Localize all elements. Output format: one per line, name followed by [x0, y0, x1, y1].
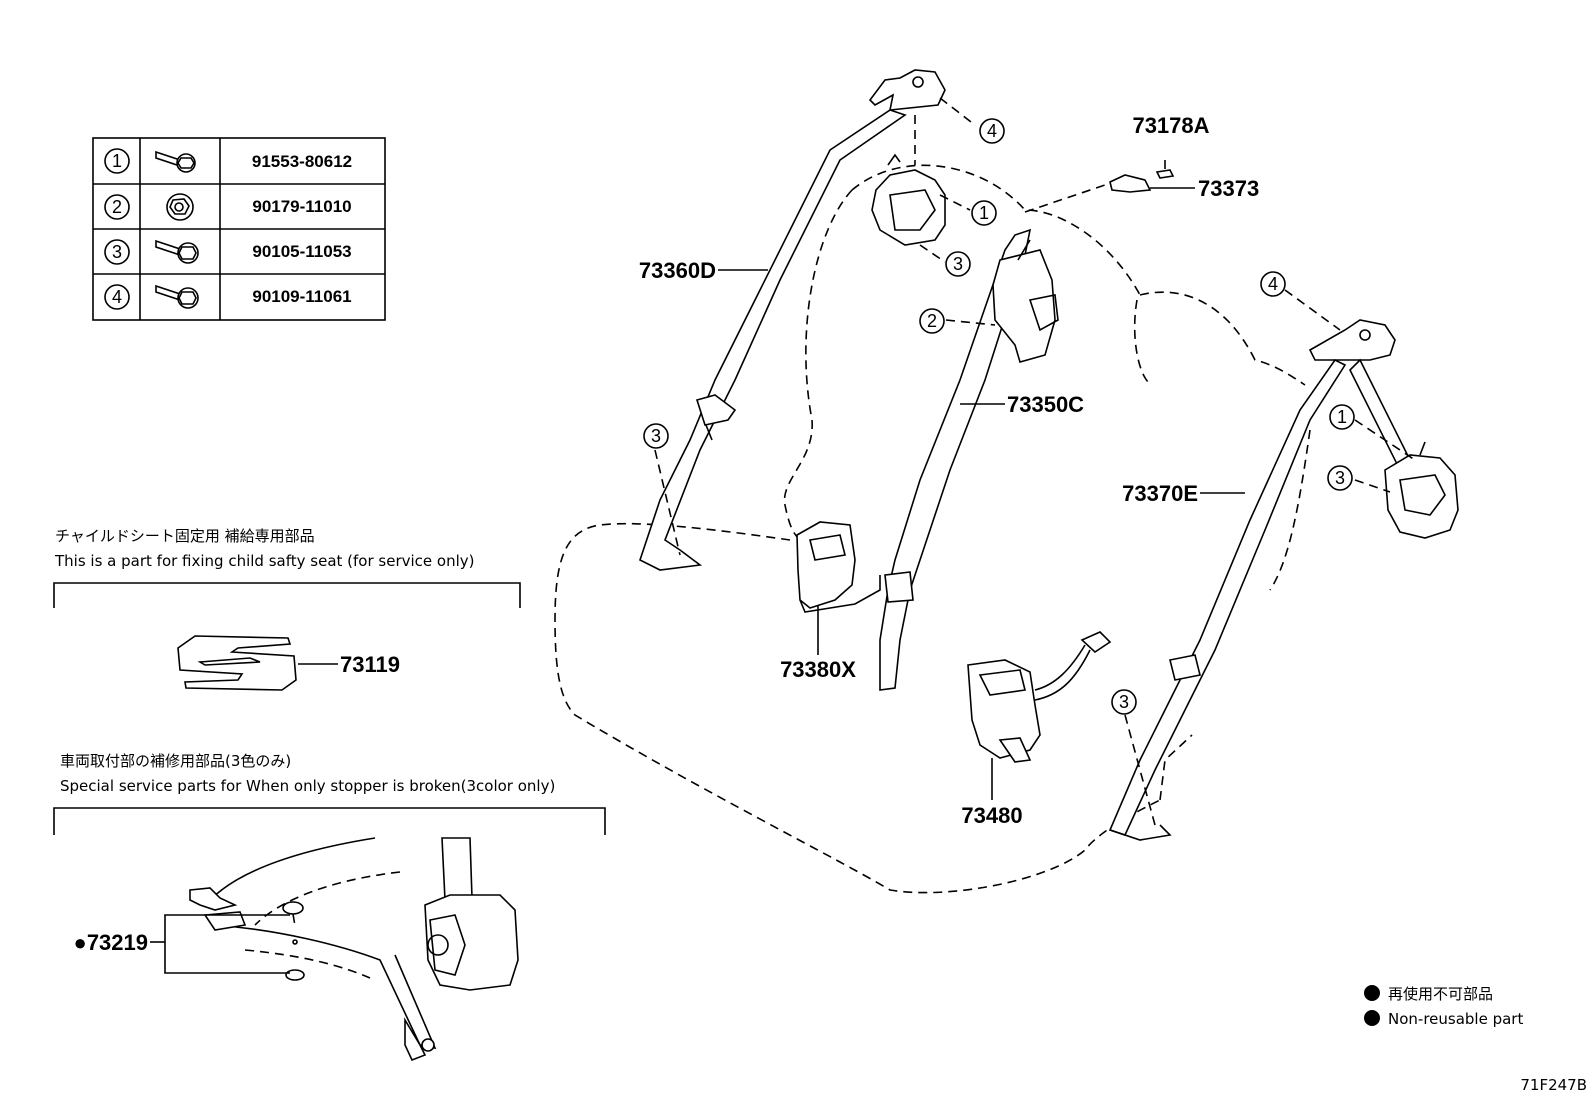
table-row: 1 91553-80612 — [104, 148, 352, 174]
retractor-right — [1384, 441, 1459, 539]
svg-text:4: 4 — [987, 121, 997, 141]
seat-outline — [554, 164, 1311, 894]
belt-73350C — [879, 228, 1059, 691]
svg-text:3: 3 — [953, 254, 963, 274]
part-number: 91553-80612 — [252, 152, 352, 171]
callout-4-right: 4 — [1260, 271, 1286, 297]
row-key: 3 — [112, 242, 122, 262]
buckle-73480 — [967, 631, 1112, 763]
label-73370E: 73370E — [1122, 481, 1198, 506]
row-key: 2 — [112, 197, 122, 217]
retractor-upper-left — [871, 153, 946, 246]
flange-nut-icon — [166, 193, 194, 221]
non-reusable-bullet-icon — [1364, 985, 1380, 1001]
label-73373: 73373 — [1198, 176, 1259, 201]
child-seat-title-jp: チャイルドシート固定用 補給専用部品 — [55, 527, 315, 545]
callout-leaders — [654, 97, 1416, 826]
belt-73360D — [639, 69, 946, 571]
label-73360D: 73360D — [639, 258, 716, 283]
stopper-section: 車両取付部の補修用部品(3色のみ) Special service parts … — [53, 752, 606, 1062]
part-leaders — [718, 187, 1245, 800]
label-73119: 73119 — [340, 652, 400, 677]
child-seat-title-en: This is a part for fixing child safty se… — [54, 552, 474, 570]
callout-3-lower: 3 — [1111, 689, 1137, 715]
non-reusable-bullet-icon — [1364, 1010, 1380, 1026]
callout-2-mid: 2 — [919, 308, 945, 334]
callout-3-right: 3 — [1327, 465, 1353, 491]
row-key: 4 — [112, 287, 122, 307]
callout-1-right: 1 — [1329, 404, 1355, 430]
svg-text:3: 3 — [651, 426, 661, 446]
label-73380X: 73380X — [780, 657, 856, 682]
label-73178A: 73178A — [1132, 113, 1209, 138]
callout-4-top: 4 — [979, 118, 1005, 144]
svg-text:1: 1 — [1337, 407, 1347, 427]
label-73219: ●73219 — [74, 930, 148, 955]
callout-3-left: 3 — [643, 423, 669, 449]
flange-bolt-icon — [155, 239, 199, 264]
part-number: 90109-11061 — [252, 287, 351, 306]
part-number: 90105-11053 — [252, 242, 351, 261]
buckle-73380X — [796, 521, 881, 613]
stopper-title-en: Special service parts for When only stop… — [60, 777, 555, 795]
svg-text:4: 4 — [1268, 274, 1278, 294]
svg-text:2: 2 — [927, 311, 937, 331]
table-row: 2 90179-11010 — [104, 193, 352, 221]
label-73480: 73480 — [961, 803, 1022, 828]
retractor-center — [992, 239, 1059, 363]
plate-73119 — [177, 635, 297, 691]
legend-en: Non-reusable part — [1388, 1010, 1523, 1028]
legend: 再使用不可部品 Non-reusable part — [1364, 985, 1523, 1028]
belt-73370E — [1108, 319, 1459, 841]
svg-text:3: 3 — [1119, 692, 1129, 712]
diagram-code: 71F247B — [1520, 1076, 1587, 1094]
row-key: 1 — [112, 151, 122, 171]
svg-text:3: 3 — [1335, 468, 1345, 488]
svg-text:1: 1 — [979, 203, 989, 223]
table-row: 3 90105-11053 — [104, 239, 352, 265]
child-seat-section: チャイルドシート固定用 補給専用部品 This is a part for fi… — [53, 527, 521, 691]
legend-jp: 再使用不可部品 — [1388, 985, 1493, 1003]
table-row: 4 90109-11061 — [104, 284, 352, 310]
flange-bolt-icon — [155, 150, 196, 173]
clip-73373 — [1109, 174, 1152, 193]
fastener-table: 1 91553-80612 2 90179-11010 3 — [92, 137, 386, 321]
callout-3-top: 3 — [945, 251, 971, 277]
callout-1-top: 1 — [971, 200, 997, 226]
flange-bolt-icon — [155, 284, 199, 309]
part-number: 90179-11010 — [252, 197, 351, 216]
clip-73178A — [1155, 169, 1175, 179]
label-73350C: 73350C — [1007, 392, 1084, 417]
stopper-title-jp: 車両取付部の補修用部品(3色のみ) — [60, 752, 291, 770]
